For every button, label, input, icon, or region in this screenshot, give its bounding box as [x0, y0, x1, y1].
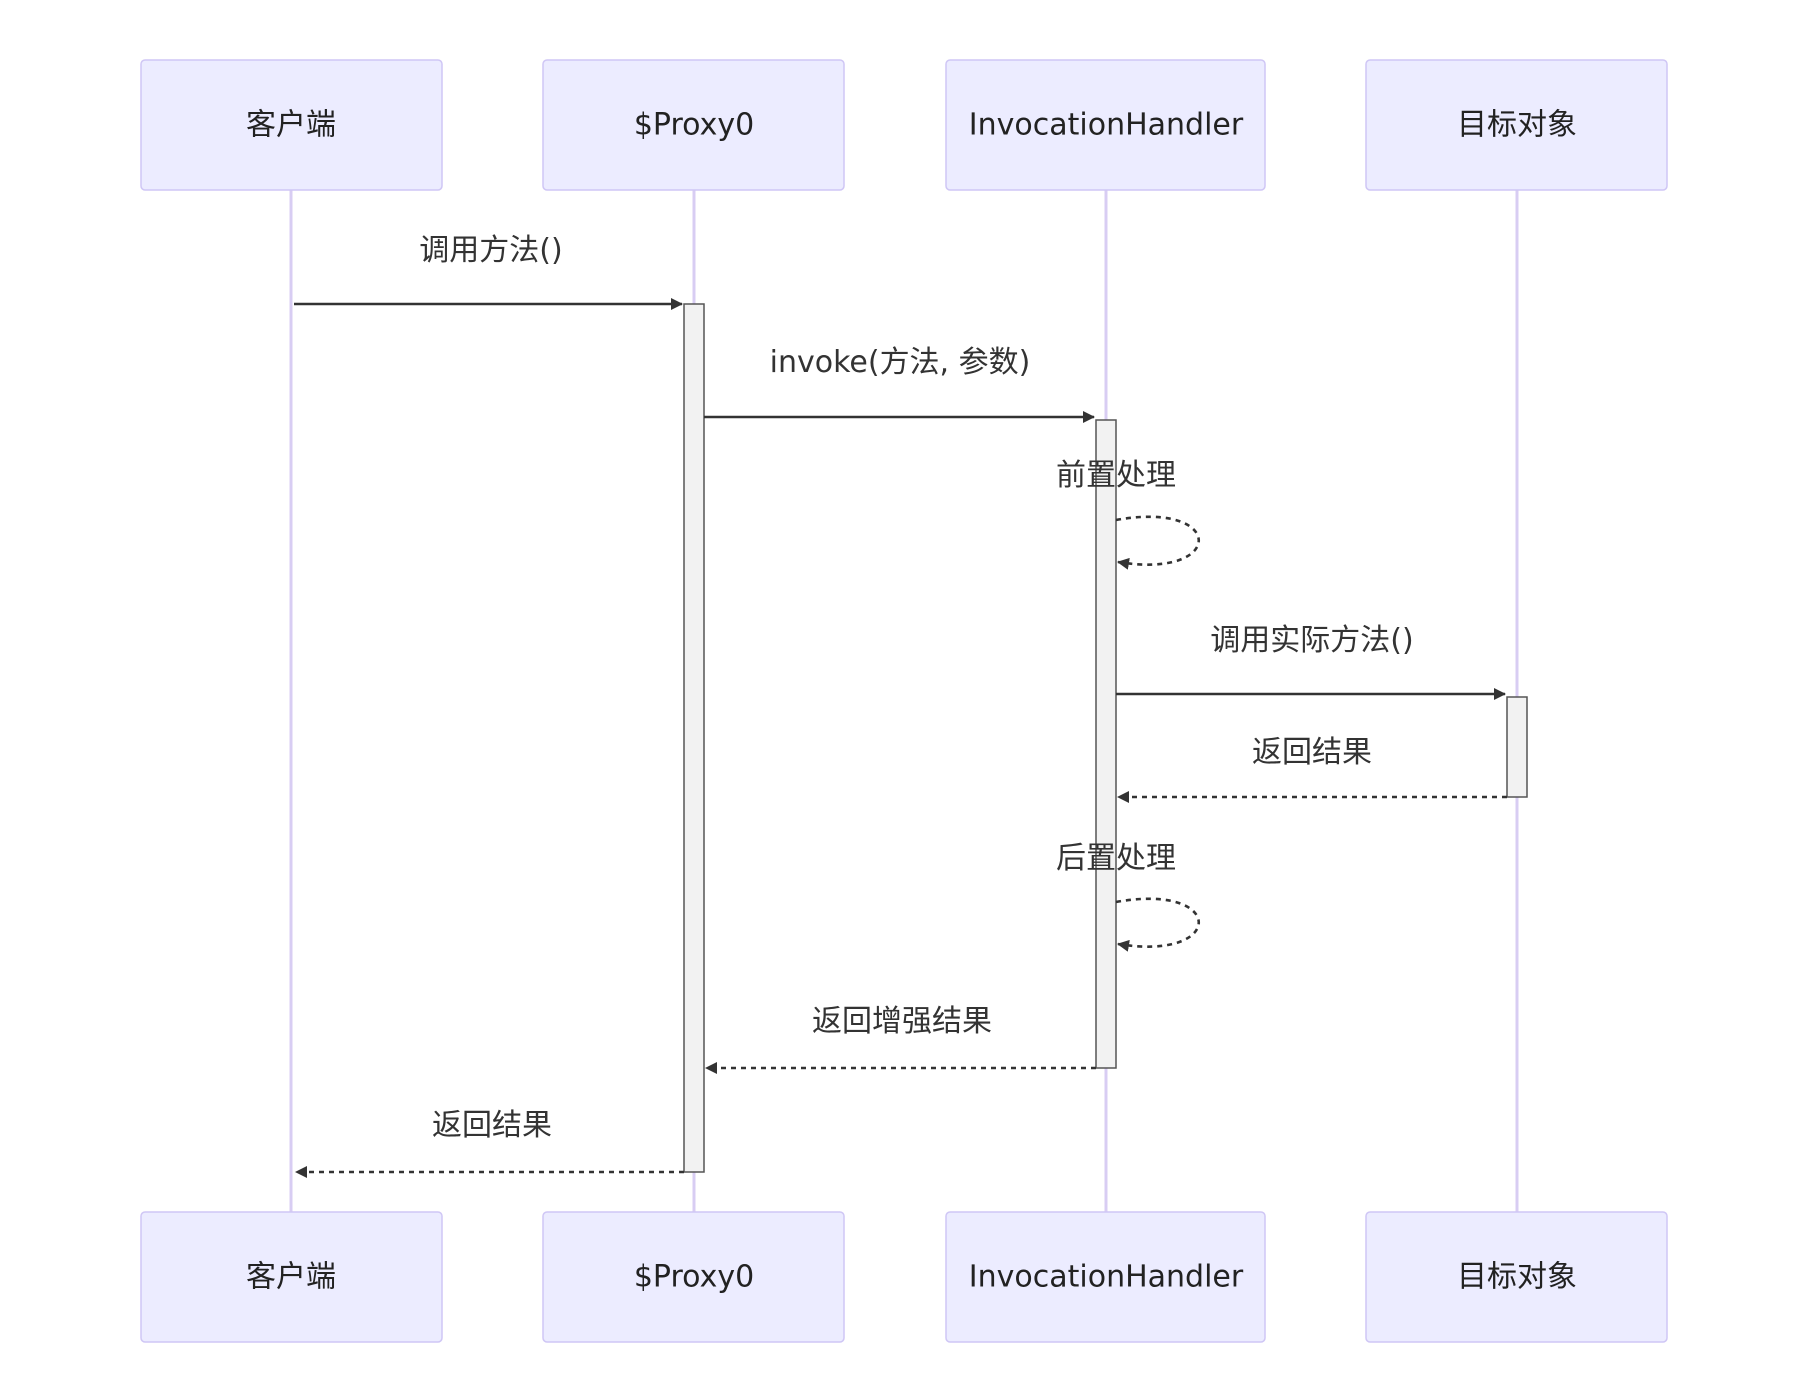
message-call-actual-method: 调用实际方法(): [1116, 623, 1506, 700]
message-invoke: invoke(方法, 参数): [704, 345, 1095, 423]
messages: 调用方法() invoke(方法, 参数) 前置处理 调用实际方法() 返回结果…: [294, 233, 1507, 1178]
participants-bottom: 客户端 $Proxy0 InvocationHandler 目标对象: [140, 1211, 1668, 1343]
participant-target-label: 目标对象: [1457, 1260, 1577, 1295]
participant-proxy-top: $Proxy0: [542, 59, 845, 191]
self-loop-arrow: [1115, 515, 1201, 570]
message-pre-processing: 前置处理: [1056, 458, 1201, 570]
message-label: 调用实际方法(): [1210, 623, 1413, 658]
participant-proxy-bottom: $Proxy0: [542, 1211, 845, 1343]
activation-proxy: [683, 303, 705, 1173]
message-label: invoke(方法, 参数): [770, 345, 1031, 380]
participants-top: 客户端 $Proxy0 InvocationHandler 目标对象: [140, 59, 1668, 191]
message-return-result-client: 返回结果: [295, 1108, 684, 1178]
message-label: 返回结果: [432, 1108, 552, 1143]
message-label: 后置处理: [1056, 841, 1176, 876]
participant-proxy-label: $Proxy0: [634, 1260, 754, 1295]
participant-handler-bottom: InvocationHandler: [945, 1211, 1266, 1343]
participant-client-label: 客户端: [246, 108, 336, 143]
activations: [683, 303, 1528, 1173]
message-label: 前置处理: [1056, 458, 1176, 493]
participant-handler-top: InvocationHandler: [945, 59, 1266, 191]
message-call-method: 调用方法(): [294, 233, 683, 310]
message-return-enhanced-result: 返回增强结果: [705, 1004, 1096, 1074]
participant-target-label: 目标对象: [1457, 108, 1577, 143]
message-label: 返回增强结果: [812, 1004, 992, 1039]
self-loop-arrow: [1115, 897, 1201, 952]
activation-handler: [1095, 419, 1117, 1069]
message-label: 调用方法(): [419, 233, 562, 268]
participant-client-top: 客户端: [140, 59, 443, 191]
participant-handler-label: InvocationHandler: [969, 108, 1244, 143]
participant-target-top: 目标对象: [1365, 59, 1668, 191]
participant-handler-label: InvocationHandler: [969, 1260, 1244, 1295]
participant-client-label: 客户端: [246, 1260, 336, 1295]
lifelines: [289, 190, 1519, 1212]
message-label: 返回结果: [1252, 735, 1372, 770]
participant-client-bottom: 客户端: [140, 1211, 443, 1343]
activation-target: [1506, 696, 1528, 798]
message-return-result-target: 返回结果: [1117, 735, 1507, 803]
participant-target-bottom: 目标对象: [1365, 1211, 1668, 1343]
message-post-processing: 后置处理: [1056, 841, 1201, 952]
participant-proxy-label: $Proxy0: [634, 108, 754, 143]
